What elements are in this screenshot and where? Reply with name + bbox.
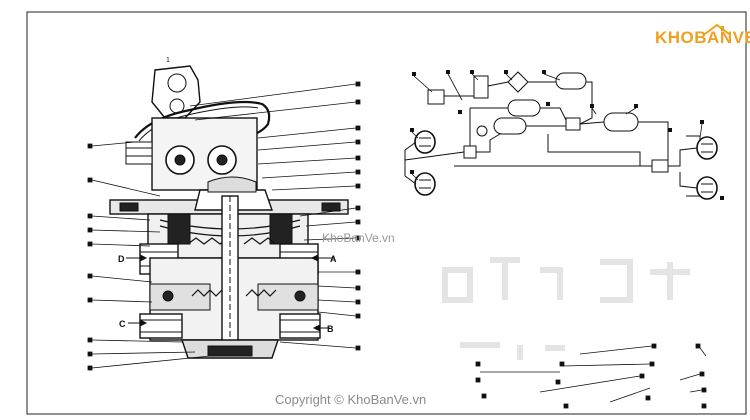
title-block <box>475 343 707 409</box>
leader-lines-left <box>87 141 211 371</box>
site-logo[interactable]: KHOBANVE <box>655 22 750 52</box>
logo-text: KHOBANVE <box>655 28 750 47</box>
drawing-border <box>26 11 747 415</box>
leader-lines-right <box>189 81 361 351</box>
port-label-c: C <box>119 319 126 329</box>
port-arrows <box>126 254 334 332</box>
copyright-text: Copyright © KhoBanVe.vn <box>275 392 427 407</box>
port-label-d: D <box>118 254 125 264</box>
faint-title-block-ghost <box>442 257 690 360</box>
system-schematic <box>404 71 718 200</box>
port-label-b: B <box>327 324 334 334</box>
top-marker: 1 <box>166 57 170 64</box>
valve-section <box>109 65 349 359</box>
center-watermark: KhoBanVe.vn <box>322 231 395 245</box>
schematic-leaders <box>411 73 703 181</box>
port-label-a: A <box>330 254 337 264</box>
house-roof-icon <box>704 23 730 35</box>
schematic-label-markers <box>410 70 724 200</box>
